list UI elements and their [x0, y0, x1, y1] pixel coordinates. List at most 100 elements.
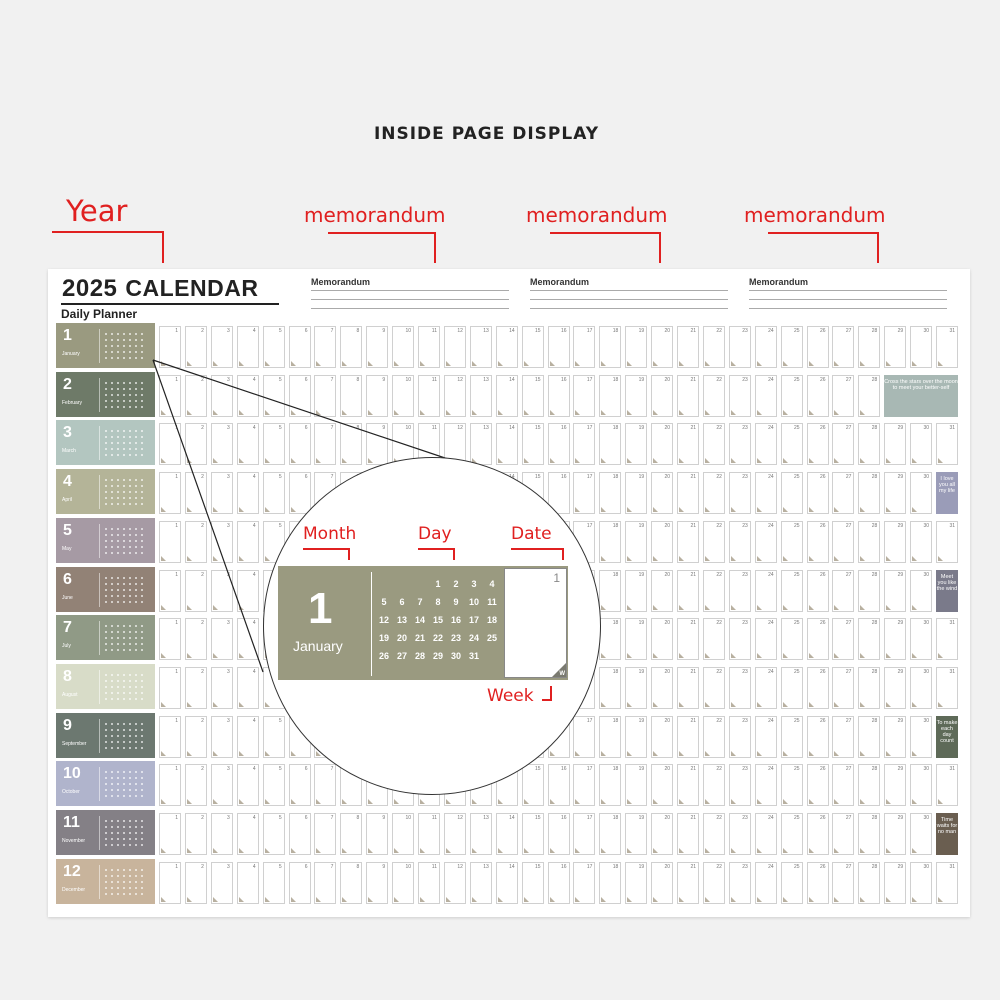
day-cell[interactable]: 23	[728, 423, 751, 466]
day-cell[interactable]: 9	[366, 374, 389, 417]
day-cell[interactable]: 14	[495, 861, 518, 904]
day-cell[interactable]: 21	[677, 374, 699, 417]
day-cell[interactable]: 29	[884, 326, 907, 368]
day-cell[interactable]: 24	[754, 472, 777, 515]
day-cell[interactable]: 22	[702, 715, 725, 758]
day-cell[interactable]: 18	[599, 666, 622, 709]
day-cell[interactable]: 3	[210, 813, 233, 855]
day-cell[interactable]: 3	[210, 715, 233, 758]
day-cell[interactable]: 26	[806, 618, 829, 661]
day-cell[interactable]: 27	[832, 520, 855, 563]
day-cell[interactable]: 25	[780, 472, 803, 515]
day-cell[interactable]: 2	[184, 569, 207, 612]
day-cell[interactable]: 1	[159, 618, 181, 661]
day-cell[interactable]: 3	[210, 666, 233, 709]
day-cell[interactable]: 30	[910, 666, 933, 709]
day-cell[interactable]: 3	[210, 326, 233, 368]
day-cell[interactable]: 24	[754, 715, 777, 758]
day-cell[interactable]: 4	[236, 472, 259, 515]
day-cell[interactable]: 29	[884, 520, 907, 563]
day-cell[interactable]: 15	[521, 374, 544, 417]
day-cell[interactable]: 1	[159, 472, 181, 515]
day-cell[interactable]: 27	[832, 666, 855, 709]
day-cell[interactable]: 19	[625, 472, 648, 515]
day-cell[interactable]: 4	[236, 715, 259, 758]
day-cell[interactable]: 14	[495, 326, 518, 368]
day-cell[interactable]: 2	[184, 715, 207, 758]
day-cell[interactable]: 16	[547, 764, 570, 807]
day-cell[interactable]: 29	[884, 423, 907, 466]
day-cell[interactable]: 25	[780, 569, 803, 612]
day-cell[interactable]: 1	[159, 374, 181, 417]
day-cell[interactable]: 30	[910, 813, 933, 855]
day-cell[interactable]: 10	[392, 861, 415, 904]
day-cell[interactable]: 18	[599, 569, 622, 612]
memo-block-1[interactable]: Memorandum	[311, 277, 509, 309]
day-cell[interactable]: 28	[858, 666, 881, 709]
day-cell[interactable]: 4	[236, 374, 259, 417]
day-cell[interactable]: 29	[884, 715, 907, 758]
day-cell[interactable]: 22	[702, 666, 725, 709]
day-cell[interactable]: 16	[547, 423, 570, 466]
memo-block-2[interactable]: Memorandum	[530, 277, 728, 309]
day-cell[interactable]: 26	[806, 472, 829, 515]
day-cell[interactable]: 30	[910, 861, 933, 904]
day-cell[interactable]: 17	[573, 764, 596, 807]
day-cell[interactable]: 27	[832, 715, 855, 758]
day-cell[interactable]: 24	[754, 374, 777, 417]
day-cell[interactable]: 5	[262, 326, 285, 368]
day-cell[interactable]: 30	[910, 520, 933, 563]
day-cell[interactable]: 26	[806, 813, 829, 855]
day-cell[interactable]: 1	[159, 666, 181, 709]
day-cell[interactable]: 10	[392, 813, 415, 855]
day-cell[interactable]: 4	[236, 764, 259, 807]
day-cell[interactable]: 23	[728, 715, 751, 758]
day-cell[interactable]: 28	[858, 813, 881, 855]
day-cell[interactable]: 30	[910, 764, 933, 807]
day-cell[interactable]: 23	[728, 374, 751, 417]
day-cell[interactable]: 20	[651, 813, 674, 855]
day-cell[interactable]: 24	[754, 423, 777, 466]
day-cell[interactable]: 24	[754, 326, 777, 368]
day-cell[interactable]: 1	[159, 813, 181, 855]
day-cell[interactable]: 24	[754, 861, 777, 904]
day-cell[interactable]: 19	[625, 715, 648, 758]
day-cell[interactable]: 25	[780, 813, 803, 855]
day-cell[interactable]: 30	[910, 472, 933, 515]
day-cell[interactable]: 16	[547, 374, 570, 417]
day-cell[interactable]: 27	[832, 326, 855, 368]
day-cell[interactable]: 28	[858, 618, 881, 661]
day-cell[interactable]: 13	[469, 423, 492, 466]
day-cell[interactable]: 13	[469, 326, 492, 368]
day-cell[interactable]: 22	[702, 326, 725, 368]
day-cell[interactable]: 9	[366, 861, 389, 904]
day-cell[interactable]: 18	[599, 715, 622, 758]
day-cell[interactable]: 17	[573, 813, 596, 855]
day-cell[interactable]: 31	[936, 618, 958, 661]
day-cell[interactable]: 16	[547, 861, 570, 904]
day-cell[interactable]: 12	[443, 326, 466, 368]
day-cell[interactable]: 2	[184, 666, 207, 709]
day-cell[interactable]: 21	[677, 472, 699, 515]
day-cell[interactable]: 27	[832, 423, 855, 466]
day-cell[interactable]: 28	[858, 423, 881, 466]
day-cell[interactable]: 3	[210, 569, 233, 612]
day-cell[interactable]: 25	[780, 764, 803, 807]
day-cell[interactable]: 18	[599, 520, 622, 563]
day-cell[interactable]: 22	[702, 423, 725, 466]
day-cell[interactable]: 17	[573, 326, 596, 368]
day-cell[interactable]: 26	[806, 861, 829, 904]
day-cell[interactable]: 8	[340, 813, 363, 855]
day-cell[interactable]: 30	[910, 618, 933, 661]
memo-block-3[interactable]: Memorandum	[749, 277, 947, 309]
day-cell[interactable]: 2	[184, 520, 207, 563]
day-cell[interactable]: 5	[262, 374, 285, 417]
day-cell[interactable]: 29	[884, 813, 907, 855]
day-cell[interactable]: 9	[366, 326, 389, 368]
day-cell[interactable]: 19	[625, 666, 648, 709]
day-cell[interactable]: 6	[288, 813, 311, 855]
day-cell[interactable]: 26	[806, 423, 829, 466]
day-cell[interactable]: 27	[832, 472, 855, 515]
day-cell[interactable]: 30	[910, 423, 933, 466]
day-cell[interactable]: 22	[702, 520, 725, 563]
